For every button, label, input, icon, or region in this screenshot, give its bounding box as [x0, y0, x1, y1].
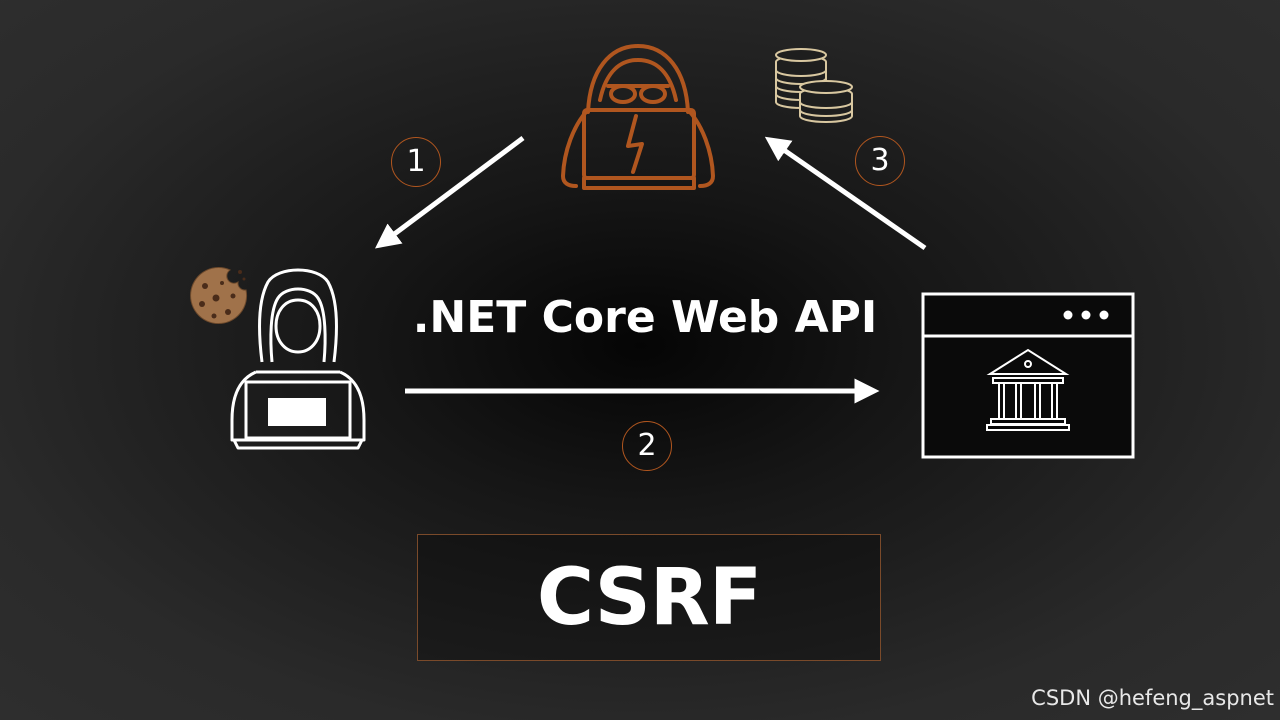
- coins-icon: [775, 48, 853, 123]
- cookie-icon: [190, 267, 248, 325]
- user-laptop-icon: [230, 268, 366, 450]
- step-1-badge: 1: [391, 137, 441, 187]
- csrf-label: CSRF: [536, 553, 762, 643]
- arrow-step-1: [374, 135, 525, 249]
- laptop-screen: [268, 398, 326, 426]
- watermark: CSDN @hefeng_aspnet: [1031, 686, 1274, 710]
- csrf-label-box: CSRF: [417, 534, 881, 661]
- bank-building-icon: [986, 348, 1070, 431]
- diagram-title: .NET Core Web API: [412, 292, 878, 343]
- arrow-step-3: [764, 136, 927, 251]
- bank-website-icon: [921, 292, 1135, 459]
- step-3-badge: 3: [855, 136, 905, 186]
- step-2-badge: 2: [622, 421, 672, 471]
- hacker-icon: [561, 44, 715, 190]
